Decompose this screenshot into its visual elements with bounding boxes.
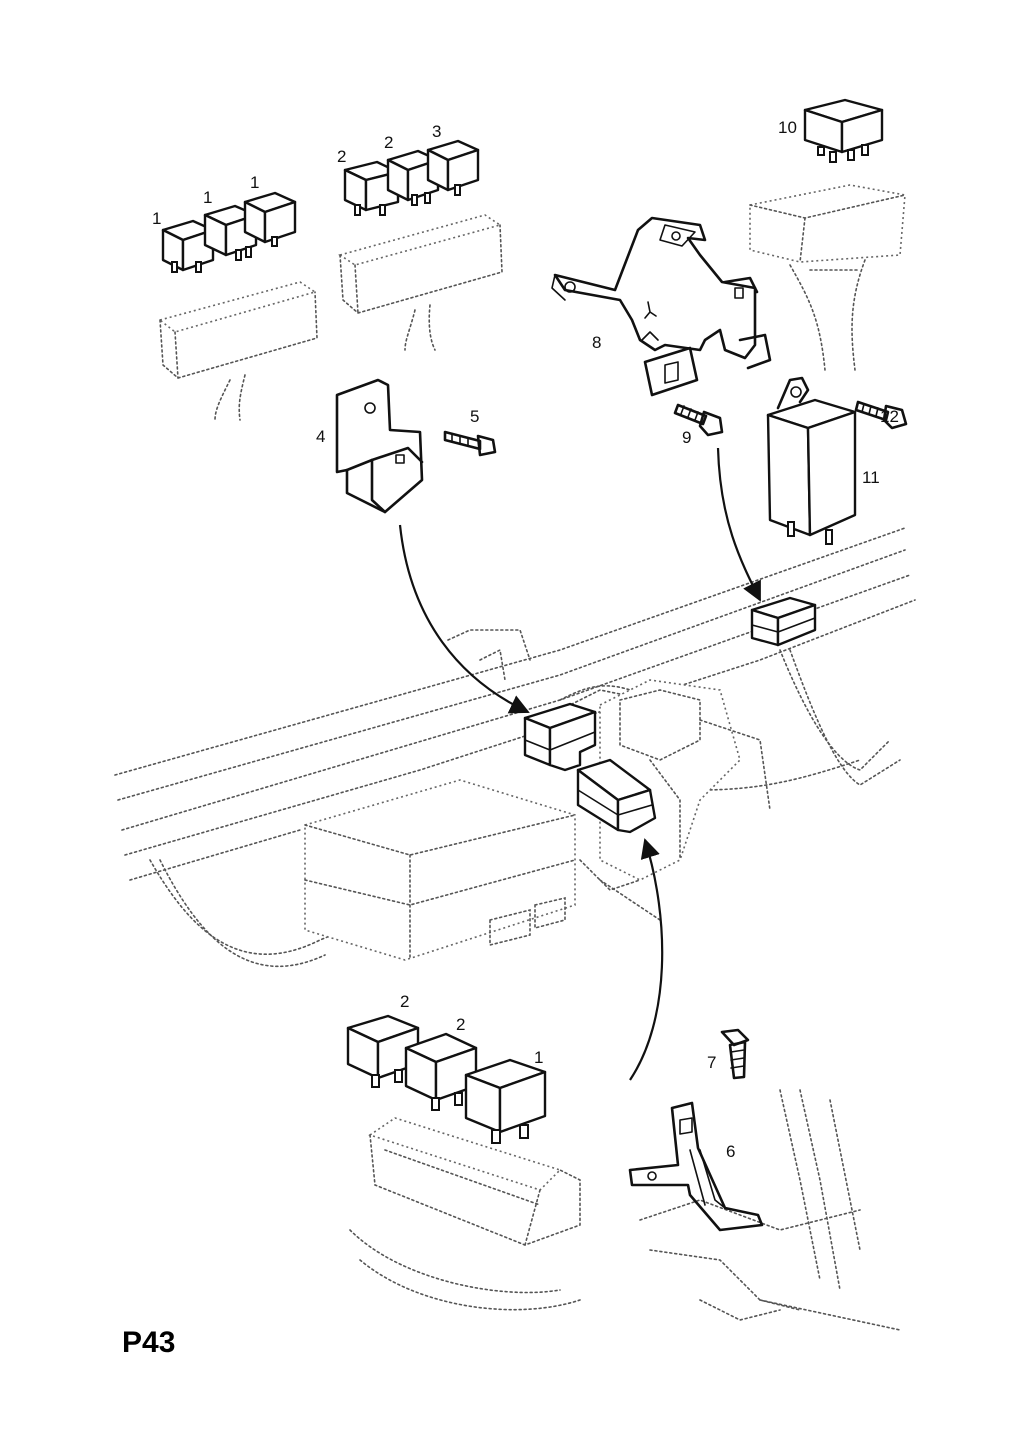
relay-10-socket xyxy=(749,184,906,371)
callout-2d: 2 xyxy=(400,992,409,1011)
relay-10 xyxy=(803,98,884,163)
relay-2-bottom-left xyxy=(346,1014,420,1088)
callout-3: 3 xyxy=(432,122,441,141)
callout-10: 10 xyxy=(778,118,797,137)
callout-8: 8 xyxy=(592,333,601,352)
callout-9: 9 xyxy=(682,428,691,447)
fuse-box xyxy=(304,779,576,961)
bolt-12 xyxy=(854,400,908,430)
callout-5: 5 xyxy=(470,407,479,426)
connector-block-center-upper xyxy=(523,702,597,772)
bracket-8 xyxy=(551,216,772,397)
callout-7: 7 xyxy=(707,1053,716,1072)
callout-6: 6 xyxy=(726,1142,735,1161)
bolt-9 xyxy=(673,403,724,437)
callout-1c: 1 xyxy=(250,173,259,192)
callout-4: 4 xyxy=(316,427,325,446)
bolt-7 xyxy=(720,1028,750,1080)
callout-1b: 1 xyxy=(203,188,212,207)
callout-11: 11 xyxy=(862,468,880,487)
pointer-arrows xyxy=(398,447,761,1081)
callout-2a: 2 xyxy=(337,147,346,166)
callout-12: 12 xyxy=(880,407,899,426)
relay-holder-bottom xyxy=(368,1117,581,1246)
callout-1d: 1 xyxy=(534,1048,543,1067)
connector-block-center-lower xyxy=(576,758,657,834)
lower-body-structure xyxy=(349,1089,901,1331)
bracket-6 xyxy=(628,1101,764,1232)
relay-holder-left xyxy=(158,281,318,421)
callout-1a: 1 xyxy=(152,209,161,228)
callout-2e: 2 xyxy=(456,1015,465,1034)
relay-holder-center xyxy=(338,214,503,351)
bracket-4 xyxy=(335,378,424,514)
bolt-5 xyxy=(443,430,497,457)
relay-3 xyxy=(426,139,480,196)
page-code: P43 xyxy=(122,1326,175,1359)
callout-2b: 2 xyxy=(384,133,393,152)
connector-block-right xyxy=(750,596,817,647)
module-11 xyxy=(766,376,857,545)
relay-1-right xyxy=(243,191,297,247)
callout-labels: 1 1 1 2 2 3 4 5 6 7 8 9 10 11 12 2 2 1 xyxy=(152,118,899,1161)
relay-1-bottom-right xyxy=(464,1058,547,1144)
